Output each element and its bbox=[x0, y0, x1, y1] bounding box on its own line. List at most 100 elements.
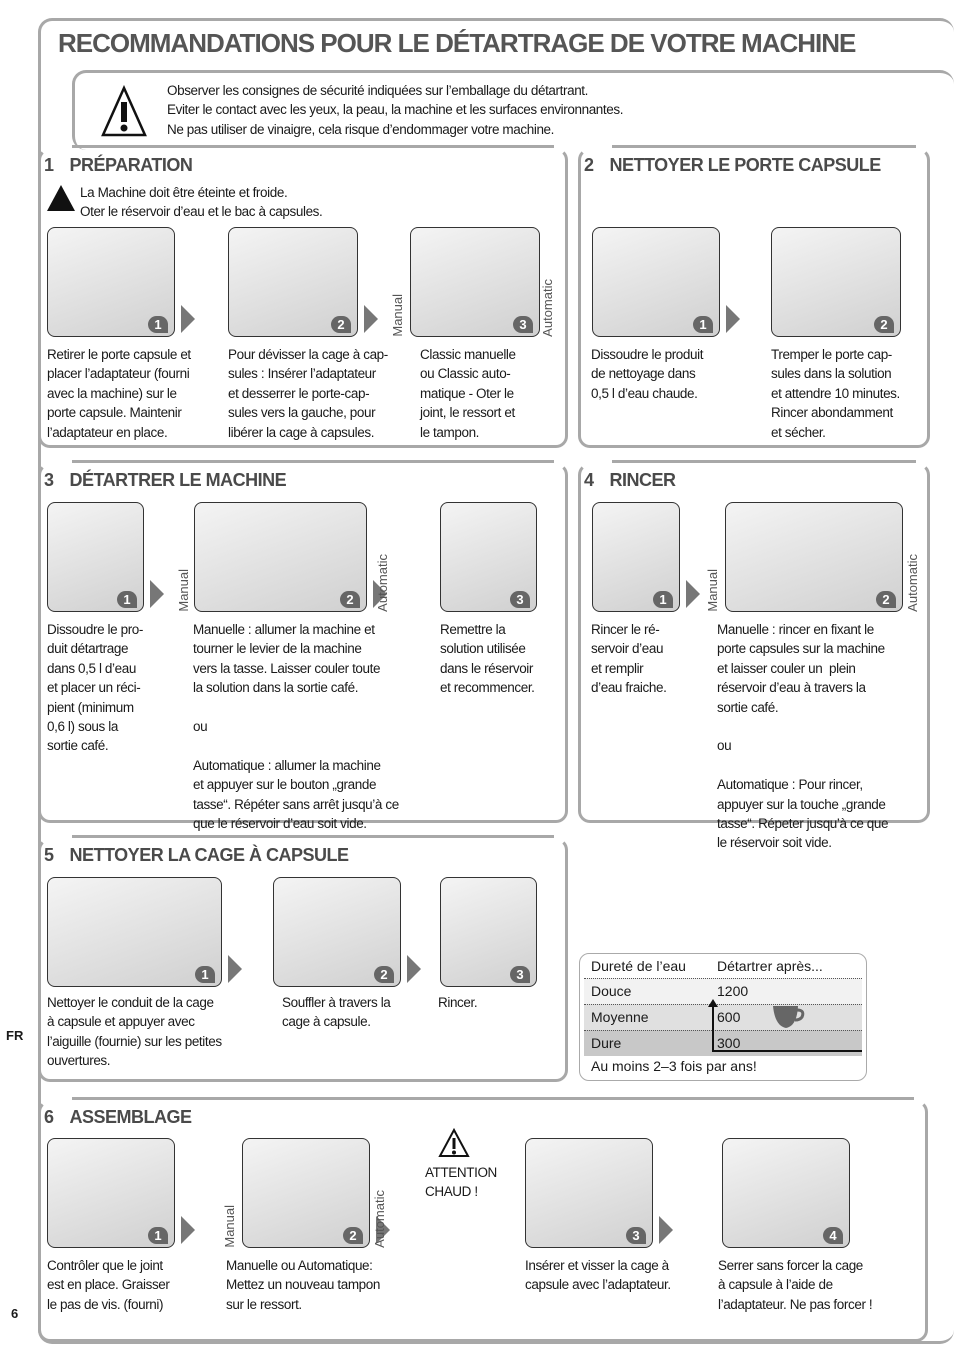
next-arrow-icon bbox=[726, 305, 740, 333]
section-3-frame bbox=[38, 463, 568, 823]
warning-icon bbox=[438, 1127, 470, 1157]
section-1-frame bbox=[38, 148, 568, 448]
section-5-frame bbox=[38, 838, 568, 1082]
step-3-caption: Insérer et visser la cage à capsule avec… bbox=[525, 1258, 671, 1293]
step-1-caption: Rincer le ré- servoir d’eau et remplir d… bbox=[591, 622, 667, 696]
step-2-illustration: 2 bbox=[228, 227, 358, 337]
step-number-badge: 1 bbox=[117, 591, 137, 608]
next-arrow-icon bbox=[181, 1216, 195, 1244]
section-line bbox=[72, 460, 554, 463]
automatic-label: Automatic bbox=[372, 1190, 387, 1248]
next-arrow-icon bbox=[181, 305, 195, 333]
section-title: RINCER bbox=[609, 470, 677, 490]
step-1-caption: Dissoudre le produit de nettoyage dans 0… bbox=[591, 347, 704, 401]
step-3-caption: Rincer. bbox=[438, 995, 478, 1010]
manual-label: Manual bbox=[705, 569, 720, 612]
section-number: 5 bbox=[44, 845, 54, 865]
automatic-label: Automatic bbox=[905, 554, 920, 612]
next-arrow-icon bbox=[150, 580, 164, 608]
step-1-caption: Contrôler que le joint est en place. Gra… bbox=[47, 1258, 170, 1312]
step-number-badge: 2 bbox=[340, 591, 360, 608]
section-5-heading: 5 NETTOYER LA CAGE À CAPSULE bbox=[44, 842, 355, 868]
step-1-illustration: 1 bbox=[47, 227, 175, 337]
hardness-level: Douce bbox=[591, 983, 632, 999]
section-number: 1 bbox=[44, 155, 54, 175]
scale-arrow bbox=[712, 1004, 714, 1051]
manual-label: Manual bbox=[176, 569, 191, 612]
section-title: DÉTARTRER LE MACHINE bbox=[69, 470, 287, 490]
step-1-caption: Nettoyer le conduit de la cage à capsule… bbox=[47, 995, 222, 1069]
attention-hot: ATTENTION CHAUD ! bbox=[425, 1127, 497, 1202]
water-hardness-table: Dureté de l’eau Détartrer après... Douce… bbox=[579, 953, 867, 1081]
language-label: FR bbox=[6, 1028, 24, 1043]
next-arrow-icon bbox=[364, 305, 378, 333]
step-number-badge: 4 bbox=[823, 1227, 843, 1244]
step-2-illustration: 2 bbox=[242, 1138, 370, 1248]
section-line bbox=[72, 1097, 914, 1100]
step-number-badge: 2 bbox=[331, 316, 351, 333]
cup-icon bbox=[773, 1006, 805, 1028]
descale-after-cups: 1200 bbox=[717, 983, 749, 999]
step-2-caption: Pour dévisser la cage à cap- sules : Ins… bbox=[228, 347, 388, 440]
section-number: 2 bbox=[584, 155, 594, 175]
section-6-frame bbox=[38, 1100, 928, 1342]
hardness-level: Moyenne bbox=[591, 1009, 649, 1025]
step-3-caption: Classic manuelle ou Classic auto- matiqu… bbox=[420, 347, 516, 440]
step-4-illustration: 4 bbox=[722, 1138, 850, 1248]
step-4-caption: Serrer sans forcer la cage à capsule à l… bbox=[718, 1258, 873, 1312]
step-1-illustration: 1 bbox=[47, 1138, 175, 1248]
warning-box: Observer les consignes de sécurité indiq… bbox=[72, 70, 954, 150]
section-title: NETTOYER LA CAGE À CAPSULE bbox=[69, 845, 350, 865]
page-number: 6 bbox=[11, 1306, 19, 1321]
step-3-illustration: 3 bbox=[440, 502, 537, 612]
automatic-label: Automatic bbox=[375, 554, 390, 612]
step-2-caption: Manuelle ou Automatique: Mettez un nouve… bbox=[226, 1258, 381, 1312]
step-3-illustration: 3 bbox=[410, 227, 540, 337]
next-arrow-icon bbox=[686, 580, 700, 608]
step-2-illustration: 2 bbox=[725, 502, 903, 612]
step-number-badge: 1 bbox=[148, 316, 168, 333]
section-note: La Machine doit être éteinte et froide. … bbox=[80, 185, 323, 220]
attention-text: ATTENTION CHAUD ! bbox=[425, 1165, 497, 1200]
manual-label: Manual bbox=[390, 294, 405, 337]
step-3-illustration: 3 bbox=[525, 1138, 653, 1248]
step-2-caption: Souffler à travers la cage à capsule. bbox=[282, 995, 391, 1030]
step-1-illustration: 1 bbox=[47, 502, 144, 612]
step-number-badge: 2 bbox=[343, 1227, 363, 1244]
step-2-illustration: 2 bbox=[194, 502, 367, 612]
step-2-illustration: 2 bbox=[771, 227, 901, 337]
section-line bbox=[612, 145, 916, 148]
next-arrow-icon bbox=[376, 1216, 390, 1244]
next-arrow-icon bbox=[407, 955, 421, 983]
warning-icon bbox=[101, 85, 147, 137]
step-1-illustration: 1 bbox=[592, 227, 720, 337]
step-2-caption: Tremper le porte cap- sules dans la solu… bbox=[771, 347, 900, 440]
warning-text: Observer les consignes de sécurité indiq… bbox=[167, 83, 624, 137]
step-number-badge: 3 bbox=[510, 591, 530, 608]
next-arrow-icon bbox=[228, 955, 242, 983]
step-number-badge: 1 bbox=[148, 1227, 168, 1244]
descale-after-cups: 300 bbox=[717, 1035, 741, 1051]
section-line bbox=[72, 145, 554, 148]
section-line bbox=[72, 835, 554, 838]
section-number: 4 bbox=[584, 470, 594, 490]
next-arrow-icon bbox=[659, 1216, 673, 1244]
step-number-badge: 1 bbox=[653, 591, 673, 608]
step-number-badge: 3 bbox=[626, 1227, 646, 1244]
step-1-illustration: 1 bbox=[592, 502, 680, 612]
section-4-heading: 4 RINCER bbox=[584, 467, 682, 493]
section-line bbox=[612, 460, 916, 463]
header-descale-after: Détartrer après... bbox=[717, 958, 823, 974]
step-3-illustration: 3 bbox=[440, 877, 537, 987]
next-arrow-icon bbox=[373, 580, 387, 608]
manual-label: Manual bbox=[222, 1205, 237, 1248]
step-1-caption: Dissoudre le pro- duit détartrage dans 0… bbox=[47, 622, 143, 754]
section-4-frame bbox=[578, 463, 930, 823]
table-footer: Au moins 2–3 fois par ans! bbox=[591, 1058, 757, 1074]
step-1-illustration: 1 bbox=[47, 877, 222, 987]
